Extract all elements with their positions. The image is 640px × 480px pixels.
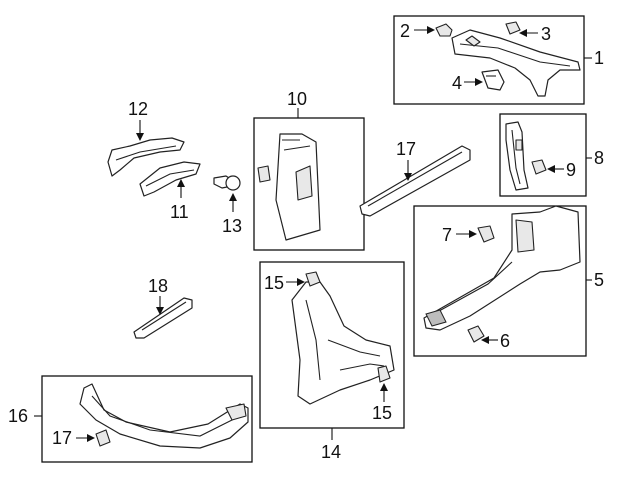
callout-10: 10 xyxy=(287,89,307,109)
part-sill-plate-18 xyxy=(359,145,471,217)
callout-15b: 15 xyxy=(372,403,392,423)
callout-13: 13 xyxy=(222,216,242,236)
callout-1: 1 xyxy=(594,48,604,68)
callout-4: 4 xyxy=(452,73,462,93)
group-box-1 xyxy=(393,15,585,105)
callout-16: 16 xyxy=(8,406,28,426)
group-box-10 xyxy=(253,117,365,251)
part-clip-9 xyxy=(531,159,547,175)
callout-17: 17 xyxy=(52,428,72,448)
callout-5: 5 xyxy=(594,270,604,290)
callout-3: 3 xyxy=(541,24,551,44)
part-b-pillar-upper-trim xyxy=(505,121,529,191)
part-clip-15a xyxy=(305,271,321,287)
group-box-5 xyxy=(413,205,587,357)
part-a-pillar-trim xyxy=(451,29,581,97)
callout-7: 7 xyxy=(442,225,452,245)
part-clip-4 xyxy=(481,69,505,91)
part-clip-17 xyxy=(95,429,111,447)
part-clip-3 xyxy=(505,21,521,35)
callout-8: 8 xyxy=(594,148,604,168)
callout-19: 18 xyxy=(148,276,168,296)
part-scuff-plate-trim xyxy=(423,205,581,331)
part-clip-6 xyxy=(467,325,485,343)
part-clip-7 xyxy=(477,225,495,243)
callout-6: 6 xyxy=(500,331,510,351)
callout-11: 11 xyxy=(170,202,189,222)
callout-14: 14 xyxy=(321,442,341,462)
callout-9: 9 xyxy=(566,160,576,180)
part-clip-15b xyxy=(377,365,391,383)
callout-15a: 15 xyxy=(264,273,284,293)
part-sill-plate-19 xyxy=(133,297,193,339)
part-grab-handle-11 xyxy=(139,161,201,197)
part-side-panel-16 xyxy=(79,383,249,449)
part-center-pillar-lower-14 xyxy=(291,281,395,405)
group-box-8 xyxy=(499,113,587,197)
part-clip-10 xyxy=(257,165,271,183)
part-bracket-12 xyxy=(107,137,185,177)
callout-2: 2 xyxy=(400,21,410,41)
part-clip-2 xyxy=(435,23,453,37)
part-center-pillar-trim xyxy=(275,133,321,241)
callout-18: 17 xyxy=(396,139,416,159)
callout-12: 12 xyxy=(128,99,148,119)
group-box-16 xyxy=(41,375,253,463)
part-push-pin-13 xyxy=(213,175,241,191)
